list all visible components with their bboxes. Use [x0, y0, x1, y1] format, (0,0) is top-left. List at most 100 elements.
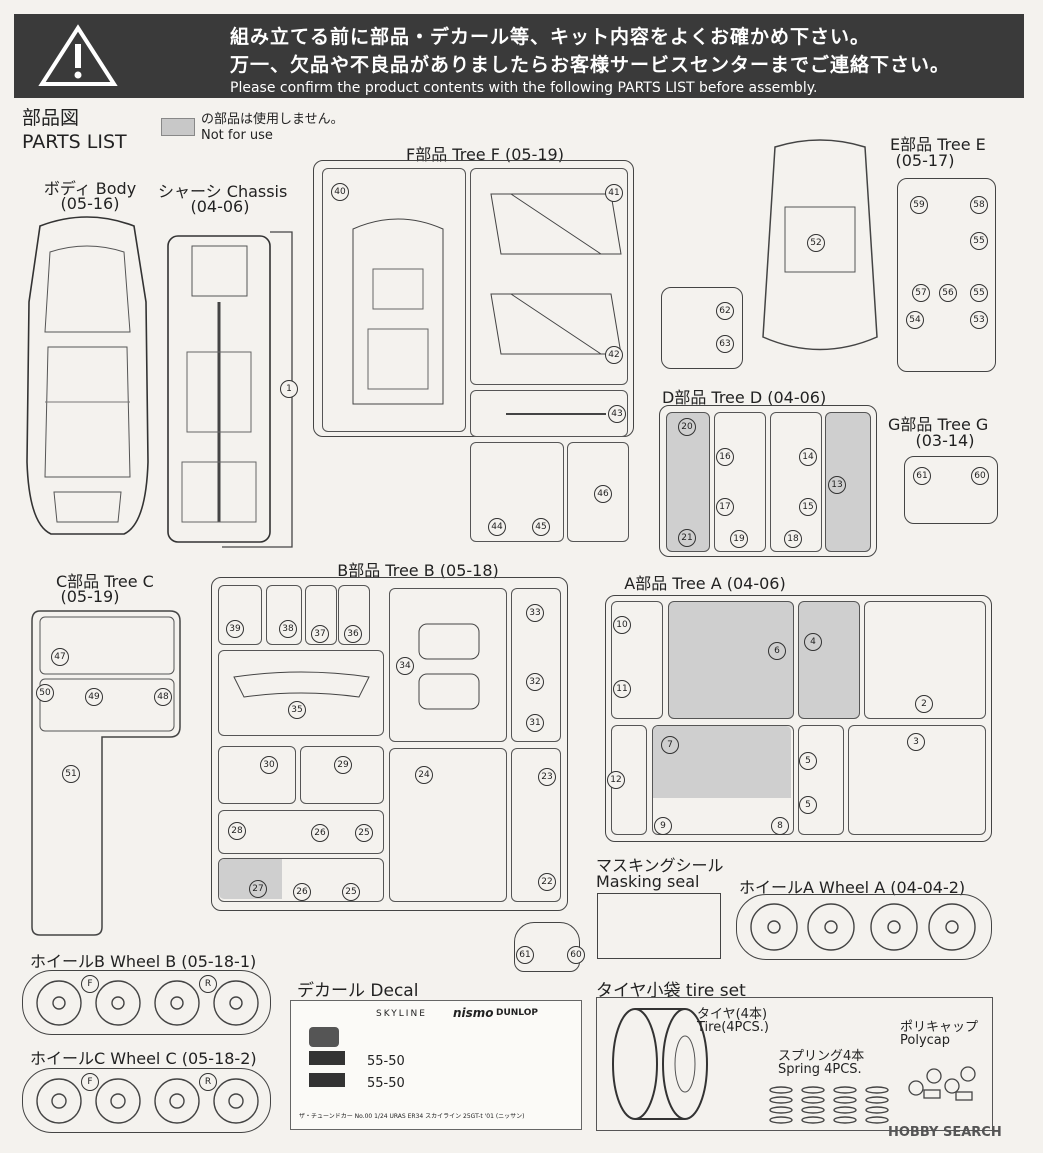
spring-label-en: Spring 4PCS.: [778, 1062, 862, 1077]
tire-set-label: タイヤ小袋 tire set: [596, 981, 746, 1001]
part-number: 14: [799, 448, 817, 466]
rear-mark: R: [199, 1073, 217, 1091]
part-number: 31: [526, 714, 544, 732]
chassis-code: (04-06): [190, 197, 250, 216]
part-number: 10: [613, 616, 631, 634]
tree-d-frame: [659, 405, 877, 557]
masking-label-jp: マスキングシール: [596, 856, 724, 875]
decal-skyline: SKYLINE: [376, 1009, 427, 1019]
part-number: 12: [607, 771, 625, 789]
tree-b-cell: [305, 585, 337, 645]
wheel-b-frame: [22, 970, 271, 1035]
tree-d-label: D部品 Tree D (04-06): [662, 388, 827, 407]
chassis-drawing: [167, 231, 293, 548]
tree-b-cell: [511, 588, 561, 742]
tree-b-cell: [218, 858, 384, 902]
part-number: 50: [36, 684, 54, 702]
part-number: 25: [355, 824, 373, 842]
wheel-a-frame: [736, 894, 992, 960]
part-number: 47: [51, 648, 69, 666]
part-number: 8: [771, 817, 789, 835]
decal-number-2: 55-50: [367, 1076, 405, 1091]
warning-banner: 組み立てる前に部品・デカール等、キット内容をよくお確かめ下さい。 万一、欠品や不…: [14, 14, 1024, 98]
decal-number-1: 55-50: [367, 1054, 405, 1069]
decal-nismo: nismo: [453, 1006, 494, 1020]
spring-drawing: [769, 1086, 889, 1124]
part-number: 7: [661, 736, 679, 754]
banner-line-1: 組み立てる前に部品・デカール等、キット内容をよくお確かめ下さい。: [230, 26, 871, 48]
part-number: 60: [971, 467, 989, 485]
part-number: 51: [62, 765, 80, 783]
part-number: 38: [279, 620, 297, 638]
part-number: 21: [678, 529, 696, 547]
decal-plate: [309, 1073, 345, 1087]
part-number: 32: [526, 673, 544, 691]
tree-f-cell: [470, 442, 564, 542]
tree-e-label: E部品 Tree E: [890, 135, 986, 154]
part-number: 37: [311, 625, 329, 643]
part-number: 17: [716, 498, 734, 516]
tree-c-code: (05-19): [60, 587, 120, 606]
part-number: 62: [716, 302, 734, 320]
tree-f-label: F部品 Tree F (05-19): [406, 145, 564, 164]
tree-b-cell: [266, 585, 302, 645]
part-number: 16: [716, 448, 734, 466]
banner-line-2: 万一、欠品や不良品がありましたらお客様サービスセンターまでご連絡下さい。: [230, 54, 951, 76]
wheel-c-drawing: [36, 1078, 259, 1124]
tree-d-cell: [714, 412, 766, 552]
hood-drawing: [762, 139, 878, 351]
seat-drawing: [418, 623, 480, 710]
body-label: ボディ Body: [43, 179, 137, 198]
part-number: 57: [912, 284, 930, 302]
tree-e-small-frame: [661, 287, 743, 369]
tree-e-code: (05-17): [895, 151, 955, 170]
part-number: 58: [970, 196, 988, 214]
watermark: HOBBY SEARCH: [888, 1125, 1002, 1140]
spring-label-jp: スプリング4本: [778, 1049, 865, 1064]
tree-a-label: A部品 Tree A (04-06): [624, 574, 786, 593]
part-number: 19: [730, 530, 748, 548]
part-number: 26: [311, 824, 329, 842]
tree-g-code: (03-14): [915, 431, 975, 450]
part-number: 1: [280, 380, 298, 398]
part-number: 23: [538, 768, 556, 786]
polycap-drawing: [908, 1066, 976, 1101]
part-number: 41: [605, 184, 623, 202]
parts-list-title-en: PARTS LIST: [22, 131, 127, 153]
decal-gauge: [309, 1027, 339, 1047]
warning-icon: [38, 24, 118, 86]
polycap-label-jp: ポリキャップ: [900, 1020, 979, 1035]
front-mark: F: [81, 1073, 99, 1091]
tree-b-cell: [338, 585, 370, 645]
part-number: 55: [970, 232, 988, 250]
part-number: 6: [768, 642, 786, 660]
tree-d-cell-unused: [666, 412, 710, 552]
part-number: 36: [344, 625, 362, 643]
legend-jp: の部品は使用しません。: [201, 112, 344, 127]
part-number: 2: [915, 695, 933, 713]
part-number: 61: [516, 946, 534, 964]
part-number: 4: [804, 633, 822, 651]
tree-f-cell: [470, 390, 628, 437]
tree-a-cell: [611, 601, 663, 719]
not-for-use-swatch: [161, 118, 195, 136]
part-number: 55: [970, 284, 988, 302]
tree-g-label: G部品 Tree G: [888, 415, 989, 434]
part-number: 61: [913, 467, 931, 485]
tree-b-frame: [211, 577, 568, 911]
part-number: 48: [154, 688, 172, 706]
chassis-label: シャーシ Chassis: [158, 182, 288, 201]
front-mark: F: [81, 975, 99, 993]
wheel-b-label: ホイールB Wheel B (05-18-1): [30, 952, 257, 971]
tree-b-cell: [218, 746, 296, 804]
part-number: 52: [807, 234, 825, 252]
part-number: 33: [526, 604, 544, 622]
part-number: 26: [293, 883, 311, 901]
part-number: 11: [613, 680, 631, 698]
tree-b-cell: [218, 585, 262, 645]
decal-footer: ザ・チューンドカー No.00 1/24 URAS ER34 スカイライン 25…: [299, 1113, 525, 1120]
decal-sheet: SKYLINE nismo DUNLOP 55-50 55-50 ザ・チューンド…: [290, 1000, 582, 1130]
polycap-label-en: Polycap: [900, 1033, 951, 1048]
part-number: 43: [608, 405, 626, 423]
tree-a-cell-unused: [668, 601, 794, 719]
